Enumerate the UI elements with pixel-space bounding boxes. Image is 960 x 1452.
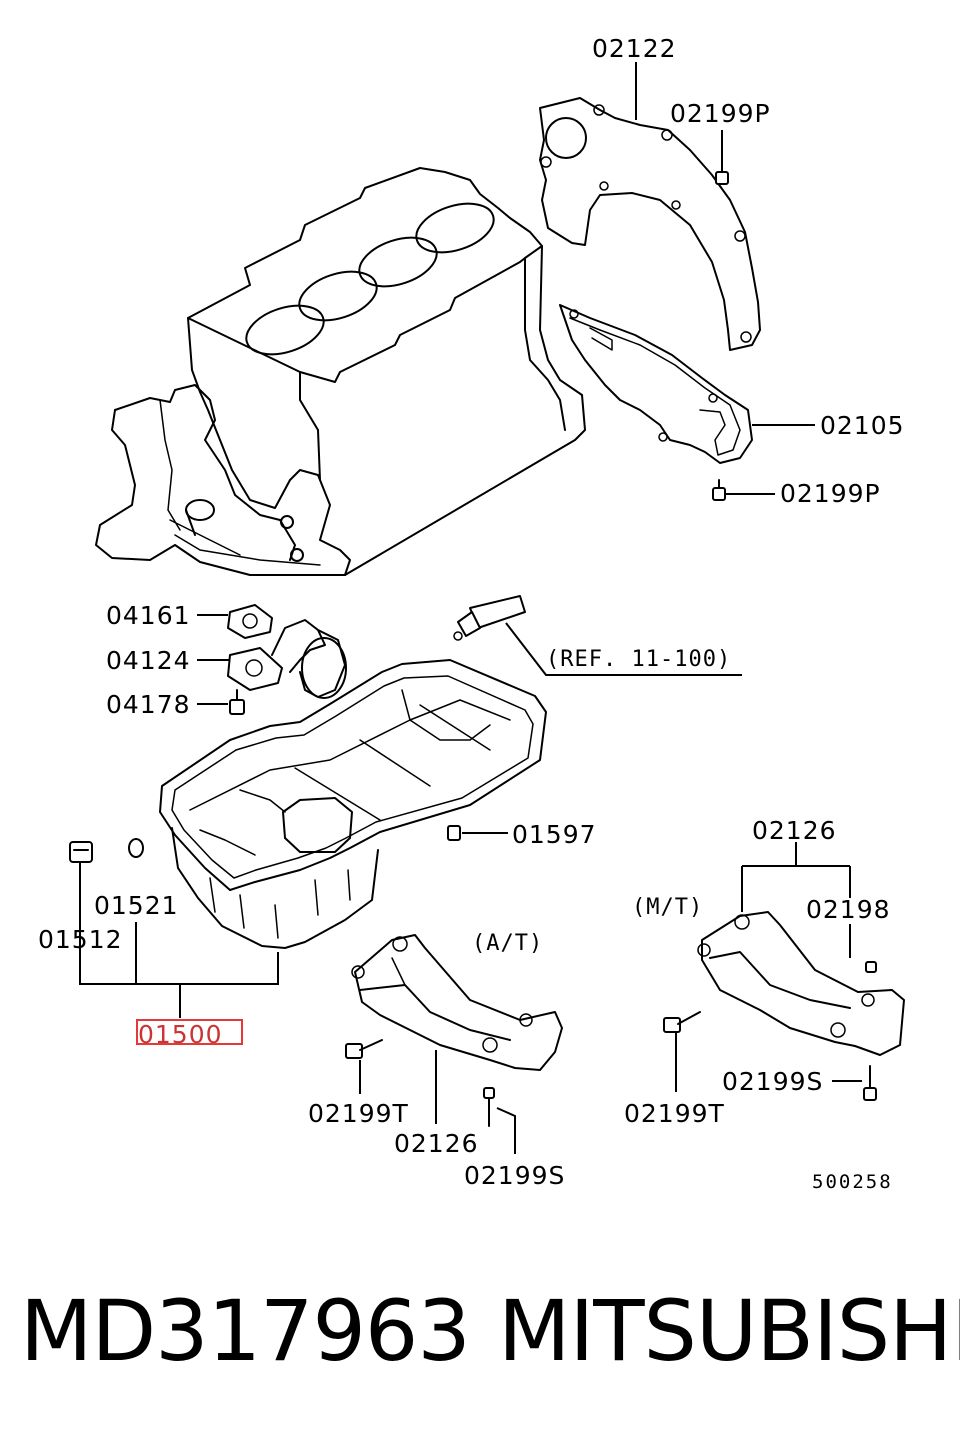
bolt-02199s-at <box>483 1087 495 1127</box>
drawing-number: 500258 <box>812 1171 893 1193</box>
callout-02199p-top: 02199P <box>670 99 771 128</box>
callout-labels: 02122 02199P 02105 02199P 04161 04124 04… <box>38 34 905 1193</box>
callout-02199t-right: 02199T <box>624 1099 725 1128</box>
callout-04161: 04161 <box>106 601 191 630</box>
callout-01500[interactable]: 01500 <box>138 1020 223 1049</box>
bolt-02199p-top <box>715 157 729 185</box>
callout-02199p-mid: 02199P <box>780 479 881 508</box>
rear-plate-gasket <box>559 304 753 464</box>
stud-01597 <box>447 825 461 841</box>
variant-label-at: (A/T) <box>472 931 543 956</box>
strainer-gasket-04161 <box>227 604 273 639</box>
leader-lines <box>79 62 862 1154</box>
exploded-parts-diagram: 02122 02199P 02105 02199P 04161 04124 04… <box>38 34 905 1193</box>
callout-02199s-bottom: 02199S <box>464 1161 565 1190</box>
gasket-ring-01521 <box>128 838 144 858</box>
bolt-04178 <box>229 689 245 715</box>
callout-02122: 02122 <box>592 34 677 63</box>
callout-01512: 01512 <box>38 925 123 954</box>
highlight-box <box>136 1019 243 1045</box>
callout-02199t-left: 02199T <box>308 1099 409 1128</box>
plug-02198 <box>865 961 877 973</box>
callout-02126-mt: 02126 <box>752 816 837 845</box>
drain-plug-01512 <box>69 841 93 863</box>
bracket-mt-02126 <box>697 911 905 1056</box>
bolt-02199t-at <box>345 1039 383 1059</box>
sealant-tube-icon <box>453 595 526 641</box>
oil-strainer-04124 <box>227 619 347 699</box>
engine-block <box>95 167 586 576</box>
callout-02126-at: 02126 <box>394 1129 479 1158</box>
bolt-02199p-mid <box>712 479 726 501</box>
callout-02199s-right: 02199S <box>722 1067 823 1096</box>
variant-label-mt: (M/T) <box>632 895 703 920</box>
callout-02198: 02198 <box>806 895 891 924</box>
bolt-02199s-mt <box>863 1065 877 1101</box>
bracket-at-02126 <box>351 934 563 1071</box>
callout-01597: 01597 <box>512 820 597 849</box>
callout-04124: 04124 <box>106 646 191 675</box>
brand-name: MITSUBISHI <box>498 1282 960 1380</box>
flywheel-housing-plate <box>539 97 761 351</box>
bolt-02199t-mt <box>663 1011 701 1033</box>
oil-pan <box>159 659 547 949</box>
reference-note: (REF. 11-100) <box>546 647 731 672</box>
part-number: MD317963 <box>20 1282 471 1380</box>
product-footer: MD317963 MITSUBISHI <box>0 1282 960 1402</box>
callout-04178: 04178 <box>106 690 191 719</box>
callout-01521: 01521 <box>94 891 179 920</box>
callout-02105: 02105 <box>820 411 905 440</box>
